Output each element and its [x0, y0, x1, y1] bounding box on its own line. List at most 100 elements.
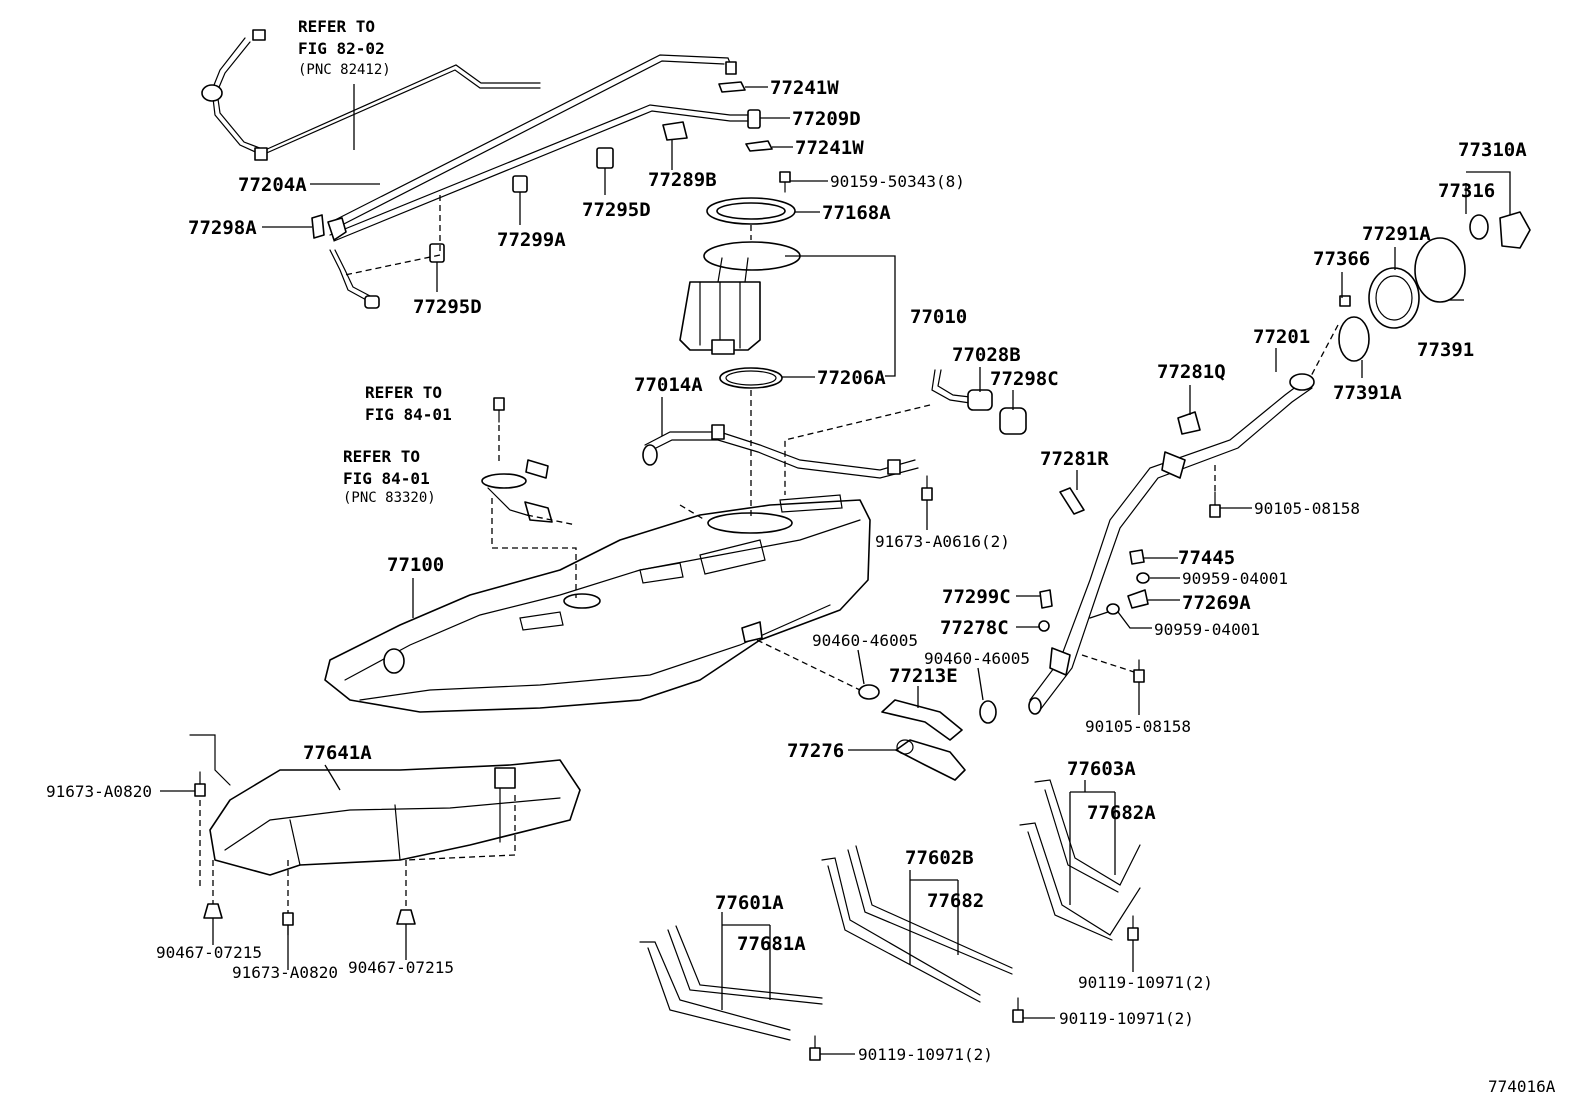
callout-77278c: 77278C [940, 617, 1009, 639]
callout-90119-a: 90119-10971(2) [1078, 973, 1213, 992]
fuel-cap-77310a [1499, 211, 1531, 249]
callout-77310a: 77310A [1458, 139, 1527, 161]
callout-90119-c: 90119-10971(2) [858, 1045, 993, 1064]
gasket-77391 [1414, 237, 1466, 303]
ref-82-line2: FIG 82-02 [298, 39, 385, 58]
fuel-tank-77100 [324, 494, 871, 713]
callout-91673-a0820-upper: 91673-A0820 [46, 782, 152, 801]
vent-hose-77014a [642, 424, 919, 479]
callout-77316: 77316 [1438, 180, 1495, 202]
fuel-sender-gauge [481, 397, 553, 523]
callout-77014a: 77014A [634, 374, 703, 396]
callout-90119-b: 90119-10971(2) [1059, 1009, 1194, 1028]
callout-91673-a0820-lower: 91673-A0820 [232, 963, 338, 982]
clamp-90460-b [979, 700, 997, 724]
callout-77298a: 77298A [188, 217, 257, 239]
callout-77295d-top: 77295D [582, 199, 651, 221]
ref-82-line1: REFER TO [298, 17, 375, 36]
callout-77289b: 77289B [648, 169, 717, 191]
clamp-77289b [662, 121, 688, 141]
callout-77682a: 77682A [1087, 802, 1156, 824]
clip-77278c [1038, 620, 1050, 632]
reference-note-fig-84-01-bolt: REFER TO FIG 84-01 [365, 383, 452, 424]
callout-77391a: 77391A [1333, 382, 1402, 404]
strap-77603a [1019, 779, 1141, 941]
callout-77298c: 77298C [990, 368, 1059, 390]
clamp-77445 [1129, 549, 1145, 565]
clamp-77299a [512, 175, 528, 193]
cap-77298c [999, 407, 1027, 435]
hose-77276 [895, 739, 966, 781]
assembly-dashed-lines [199, 195, 1339, 913]
clamp-90959-a [1136, 572, 1150, 584]
bolt-90119-b [1012, 997, 1024, 1023]
bolt-90119-c [809, 1035, 821, 1061]
bolt-90105-upper [1209, 491, 1221, 518]
callout-77602b: 77602B [905, 847, 974, 869]
ref-82-line3: (PNC 82412) [298, 62, 391, 78]
callout-90105-upper: 90105-08158 [1254, 499, 1360, 518]
callout-77028b: 77028B [952, 344, 1021, 366]
callout-90467-left: 90467-07215 [156, 943, 262, 962]
callout-77601a: 77601A [715, 892, 784, 914]
hose-77269a [1127, 589, 1149, 609]
filler-pipe-77201 [1028, 373, 1315, 715]
hose-77028b [931, 369, 993, 411]
callout-77276: 77276 [787, 740, 844, 762]
callout-90460-b: 90460-46005 [924, 649, 1030, 668]
callout-90467-right: 90467-07215 [348, 958, 454, 977]
callout-77100: 77100 [387, 554, 444, 576]
callout-90959-b: 90959-04001 [1154, 620, 1260, 639]
callout-77269a: 77269A [1182, 592, 1251, 614]
filler-opening-77291a [1368, 267, 1420, 329]
callout-77281q: 77281Q [1157, 361, 1226, 383]
hose-77213e [881, 699, 963, 741]
bolt-91673-a0616 [921, 475, 933, 501]
callout-77445: 77445 [1178, 547, 1235, 569]
clip-77366 [1339, 295, 1351, 307]
callout-90959-a: 90959-04001 [1182, 569, 1288, 588]
callout-77010: 77010 [910, 306, 967, 328]
clamp-77295d-top [596, 147, 614, 169]
leader-lines [160, 84, 1511, 1055]
bracket-77281q [1177, 411, 1201, 435]
callout-77366: 77366 [1313, 248, 1370, 270]
callout-91673-a0616: 91673-A0616(2) [875, 532, 1010, 551]
reference-note-fig-84-01-gauge: REFER TO FIG 84-01 (PNC 83320) [343, 447, 436, 506]
bracket-77281r [1059, 487, 1085, 515]
ref-84a-line1: REFER TO [365, 383, 442, 402]
callout-77681a: 77681A [737, 933, 806, 955]
bolt-90105-lower [1133, 659, 1145, 683]
gasket-77391a [1338, 316, 1370, 362]
callout-labels: 77241W 77209D 77241W 77289B 90159-50343(… [46, 77, 1527, 1064]
strap-77601a [639, 925, 823, 1041]
bolt-91673-a0820-upper [194, 771, 206, 797]
callout-77201: 77201 [1253, 326, 1310, 348]
retainer-ring-77168a [706, 197, 796, 225]
callout-77295d-bottom: 77295D [413, 296, 482, 318]
ref-84b-line2: FIG 84-01 [343, 469, 430, 488]
clip-77299c [1039, 589, 1053, 609]
ref-84b-line3: (PNC 83320) [343, 490, 436, 506]
gasket-77316 [1469, 214, 1489, 240]
clamp-77295d-bottom [429, 243, 445, 263]
callout-90460-a: 90460-46005 [812, 631, 918, 650]
callout-77168a: 77168A [822, 202, 891, 224]
callout-77603a: 77603A [1067, 758, 1136, 780]
clip-90467-left [203, 903, 223, 919]
callout-77206a: 77206A [817, 367, 886, 389]
callout-77213e: 77213E [889, 665, 958, 687]
fuel-tube-assembly-77204a [201, 29, 761, 309]
fuel-pump-assembly-77010 [679, 241, 801, 355]
ref-84a-line2: FIG 84-01 [365, 405, 452, 424]
clip-90467-right [396, 909, 416, 925]
clip-77209d [747, 109, 761, 129]
clamp-90460-a [858, 684, 880, 700]
callout-77391: 77391 [1417, 339, 1474, 361]
clip-77241w-top [718, 81, 746, 93]
clamp-90959-b [1089, 603, 1120, 619]
clamp-77298a [311, 214, 347, 241]
callout-77299a: 77299A [497, 229, 566, 251]
callout-90159: 90159-50343(8) [830, 172, 965, 191]
